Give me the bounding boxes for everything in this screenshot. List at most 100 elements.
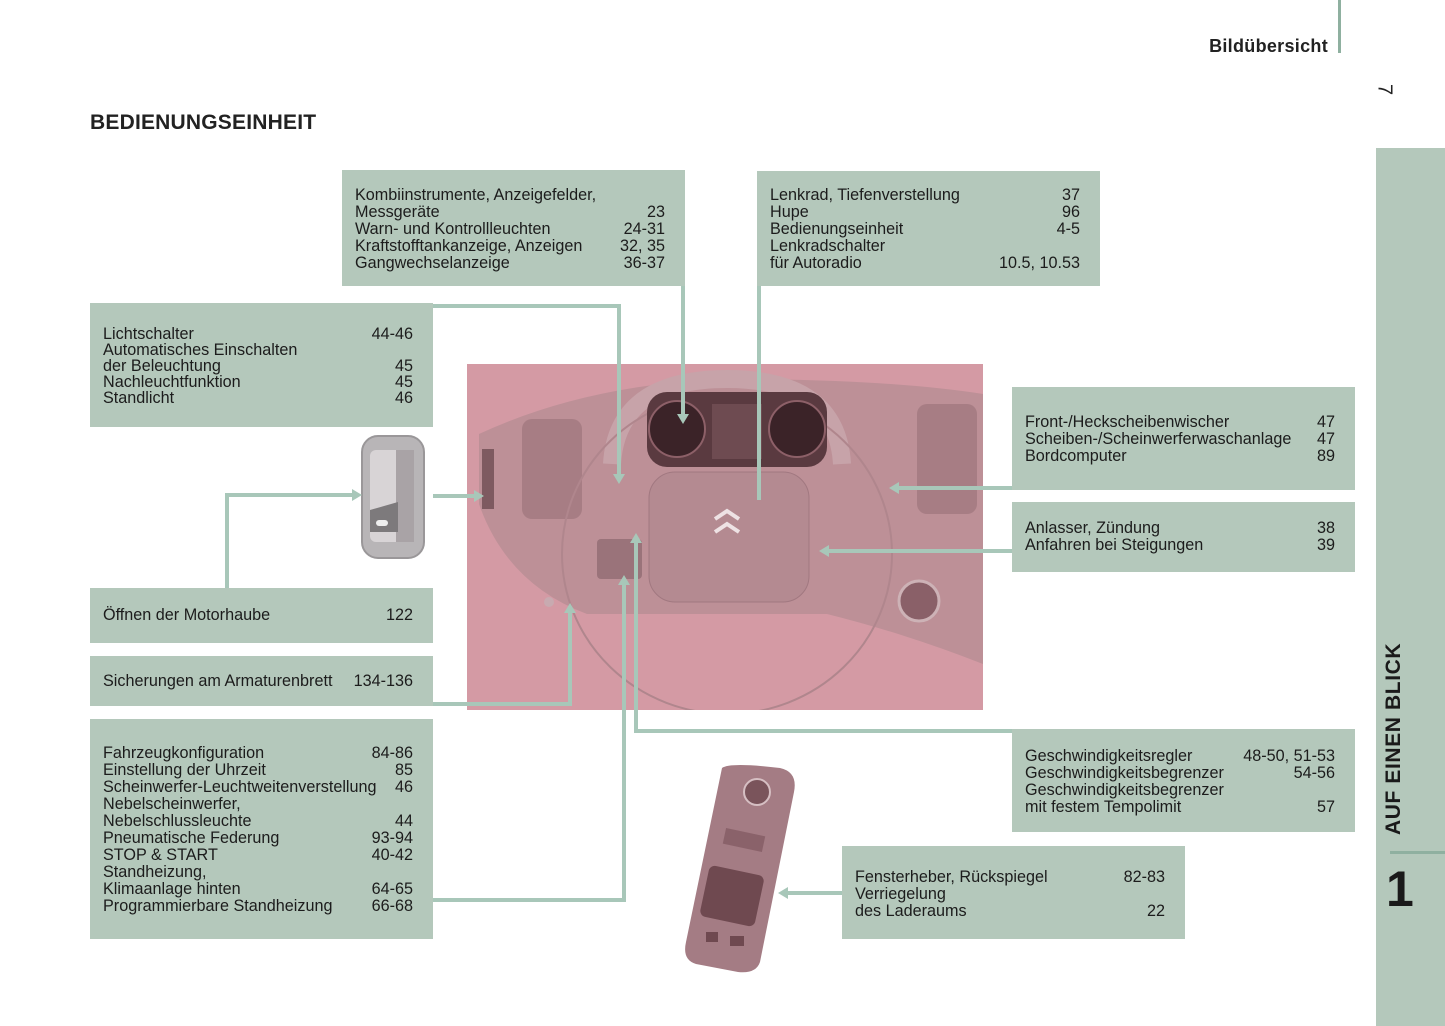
page-reference[interactable] [405,864,413,881]
running-header-title: Bildübersicht [1209,36,1328,56]
topic-label: Einstellung der Uhrzeit [103,761,266,779]
page-reference[interactable] [657,187,665,204]
topic-label: Standheizung, [103,863,207,881]
callout-row: Geschwindigkeitsbegrenzer [1025,782,1335,799]
connector-bonnet [225,493,356,588]
dashboard-drawing [479,369,983,710]
topic-label: Anlasser, Zündung [1025,519,1160,537]
callout-row: Bedienungseinheit 4-5 [770,221,1080,238]
page-reference[interactable]: 37 [1061,186,1080,204]
topic-label: Warn- und Kontrollleuchten [355,220,551,238]
page-reference[interactable]: 39 [1316,536,1335,554]
topic-label: Kraftstofftankanzeige, Anzeigen [355,237,583,255]
callout-row: Geschwindigkeitsregler 48-50, 51-53 [1025,748,1335,765]
page-reference[interactable]: 32, 35 [619,237,665,255]
section-title: BEDIENUNGSEINHEIT [90,111,317,134]
topic-label: Lenkrad, Tiefenverstellung [770,186,960,204]
chapter-number: 1 [1386,861,1414,917]
page-reference[interactable]: 84-86 [371,744,413,762]
topic-label: Scheiben-/Scheinwerferwaschanlage [1025,430,1292,448]
topic-label: Öffnen der Motorhaube [103,606,271,624]
callout-row: Standheizung, [103,864,413,881]
page-reference[interactable] [405,796,413,813]
callout-row: Lenkrad, Tiefenverstellung 37 [770,187,1080,204]
callout-row: Gangwechselanzeige 36-37 [355,255,665,272]
callout-row: Standlicht 46 [103,390,413,406]
page-reference[interactable]: 38 [1316,519,1335,537]
page-reference[interactable]: 44-46 [371,325,413,343]
page-reference[interactable]: 22 [1146,902,1165,920]
topic-label: Messgeräte [355,203,440,221]
topic-label: Verriegelung [855,885,946,903]
page-reference[interactable] [405,342,413,358]
page-reference[interactable]: 85 [394,761,413,779]
window-switch-illustration [685,765,795,973]
page-reference[interactable]: 44 [394,812,413,830]
topic-label: Klimaanlage hinten [103,880,241,898]
page-reference[interactable]: 10.5, 10.53 [998,254,1080,272]
page-reference[interactable]: 122 [385,606,413,624]
page-reference[interactable] [1327,782,1335,799]
topic-label: Standlicht [103,389,175,407]
page-reference[interactable]: 47 [1316,430,1335,448]
topic-label: Gangwechselanzeige [355,254,510,272]
page-reference[interactable]: 23 [646,203,665,221]
topic-label: Nebelscheinwerfer, [103,795,241,813]
callout-row: Front-/Heckscheibenwischer 47 [1025,414,1335,431]
page-reference[interactable]: 54-56 [1293,764,1335,782]
page-reference[interactable]: 47 [1316,413,1335,431]
page-reference[interactable]: 45 [394,357,413,375]
topic-label: Programmierbare Standheizung [103,897,333,915]
page-reference[interactable] [1072,238,1080,255]
callout-row: Nebelscheinwerfer, [103,796,413,813]
page-reference[interactable]: 82-83 [1123,868,1165,886]
callout-row: Lenkradschalter [770,238,1080,255]
page-reference[interactable]: 66-68 [371,897,413,915]
chapter-tab-label: AUF EINEN BLICK [1382,642,1405,835]
page-reference[interactable]: 36-37 [623,254,665,272]
page-reference[interactable]: 4-5 [1056,220,1080,238]
page-reference[interactable]: 45 [394,373,413,391]
page-reference[interactable]: 93-94 [371,829,413,847]
page-reference[interactable]: 134-136 [353,672,413,690]
page-reference[interactable]: 96 [1061,203,1080,221]
callout-row: Pneumatische Federung 93-94 [103,830,413,847]
topic-label: Geschwindigkeitsregler [1025,747,1193,765]
topic-label: Nachleuchtfunktion [103,373,241,391]
topic-label: Scheinwerfer-Leuchtweitenverstellung [103,778,377,796]
callout-row: Messgeräte 23 [355,204,665,221]
page-reference[interactable]: 40-42 [371,846,413,864]
page-reference[interactable]: 48-50, 51-53 [1243,747,1335,765]
callout-row: Verriegelung [855,886,1165,903]
callout-row: Kombiinstrumente, Anzeigefelder, [355,187,665,204]
topic-label: Lenkradschalter [770,237,886,255]
topic-label: Bordcomputer [1025,447,1127,465]
page-reference[interactable]: 57 [1316,798,1335,816]
chapter-tab[interactable] [1376,148,1445,1026]
page-reference[interactable]: 46 [394,389,413,407]
hood-release-illustration [361,435,425,559]
page-reference[interactable]: 89 [1316,447,1335,465]
page-reference[interactable]: 64-65 [371,880,413,898]
callout-row: Automatisches Einschalten [103,342,413,358]
topic-label: Front-/Heckscheibenwischer [1025,413,1230,431]
page-reference[interactable] [1157,886,1165,903]
callout-row: Programmierbare Standheizung 66-68 [103,898,413,915]
topic-label: Geschwindigkeitsbegrenzer [1025,781,1224,799]
page-reference[interactable]: 46 [394,778,413,796]
topic-label: Pneumatische Federung [103,829,280,847]
topic-label: Bedienungseinheit [770,220,904,238]
callout-row: Anlasser, Zündung 38 [1025,520,1335,537]
page-reference[interactable]: 24-31 [623,220,665,238]
